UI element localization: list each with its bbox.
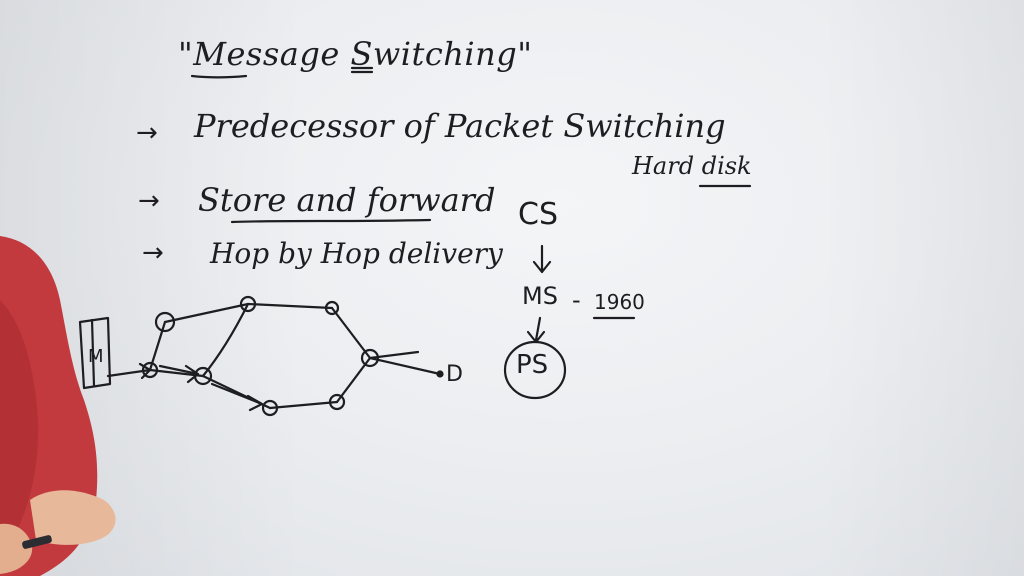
side-note-hard-disk: Hard disk	[632, 152, 752, 180]
presenter-hand-lower	[0, 523, 33, 574]
label-year: 1960	[594, 290, 645, 314]
label-packet-switching: PS	[516, 350, 549, 380]
bullet-2-underline	[230, 218, 432, 224]
node-7	[193, 366, 213, 386]
node-5	[328, 393, 346, 411]
bullet-arrow-3: →	[142, 238, 164, 268]
marker-pen	[22, 535, 52, 549]
network-nodes	[141, 295, 380, 417]
title-underline	[190, 74, 248, 79]
bullet-arrow-2: →	[138, 186, 160, 216]
presenter	[0, 236, 116, 576]
node-source	[141, 361, 159, 379]
message-box	[78, 316, 112, 390]
node-2	[239, 295, 257, 313]
arrow-ms-ps	[526, 316, 546, 344]
label-circuit-switching: CS	[518, 197, 558, 232]
label-destination: D	[446, 362, 463, 387]
title-underline-2	[350, 66, 374, 74]
arrow-cs-ms	[532, 244, 552, 274]
bullet-3: Hop by Hop delivery	[210, 237, 503, 270]
node-6	[261, 399, 279, 417]
node-3	[324, 300, 340, 316]
ps-circle	[503, 340, 567, 400]
bullet-1: Predecessor of Packet Switching	[194, 107, 726, 145]
label-message-switching: MS	[522, 282, 558, 310]
board-title: "Message Switching"	[178, 35, 533, 73]
bullet-2: Store and forward	[198, 181, 496, 219]
bullet-arrow-1: →	[136, 118, 158, 148]
network-edges	[106, 302, 442, 412]
message-label: M	[88, 346, 104, 367]
presenter-sweater-shade	[0, 300, 39, 560]
presenter-hand	[30, 490, 116, 545]
node-4	[360, 348, 380, 368]
destination-dot	[436, 370, 444, 378]
label-dash: -	[572, 286, 581, 314]
node-1	[154, 311, 176, 333]
